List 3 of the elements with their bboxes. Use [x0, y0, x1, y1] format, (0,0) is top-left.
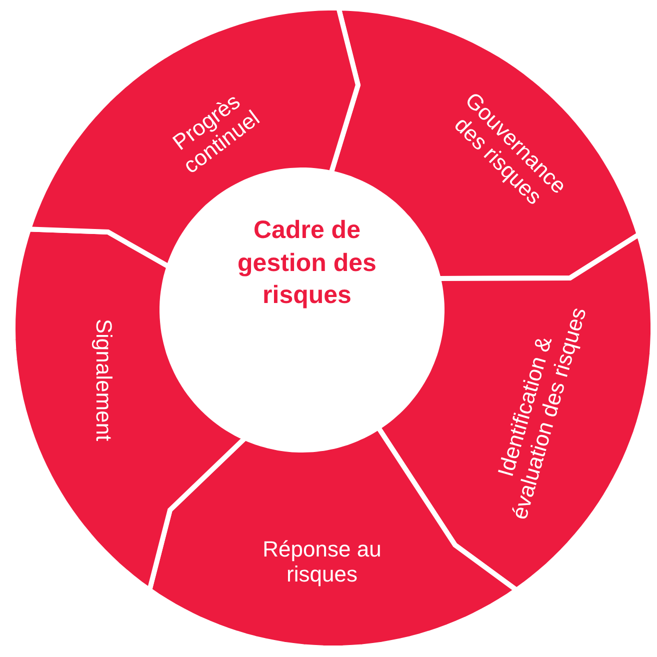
segment-label: Signalement	[91, 318, 117, 444]
center-title: Cadre de gestion des risques	[236, 215, 378, 311]
segment-label: Réponse au risques	[262, 536, 382, 588]
